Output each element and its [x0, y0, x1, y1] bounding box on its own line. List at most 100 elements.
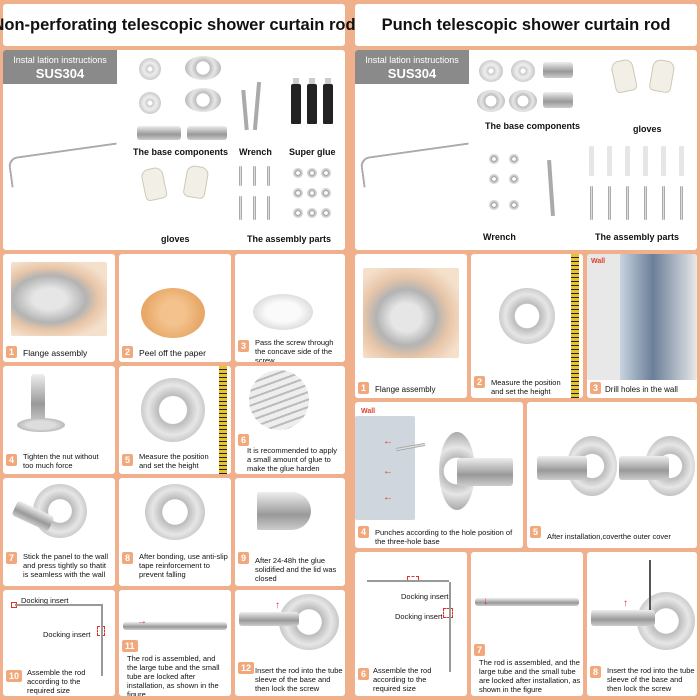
wall-label: Wall [361, 408, 376, 415]
direction-arrow: ↑ [275, 600, 280, 611]
wrench-label: Wrench [239, 147, 272, 157]
step-number: 10 [6, 670, 23, 682]
glue-tube-image [291, 78, 301, 124]
right-step-4: Wall ← ← ← 4 Punches according to the ho… [355, 402, 523, 548]
flange-tube-image [31, 374, 45, 424]
base-disk-image [511, 60, 535, 82]
sleeve-image [457, 458, 513, 486]
left-step-8: 8 After bonding, use anti-slip tape rein… [119, 478, 231, 586]
rod-image [475, 598, 579, 606]
wall-surface-image [355, 416, 415, 520]
left-step-9: 9 After 24-48h the glue solidified and t… [235, 478, 345, 586]
screw-image [253, 196, 256, 220]
left-column: Non-perforating telescopic shower curtai… [0, 4, 356, 696]
nut-image [307, 208, 317, 218]
step-number: 12 [238, 662, 255, 674]
ruler-image [219, 366, 227, 474]
direction-arrow: ← [383, 436, 393, 447]
step-number: 2 [474, 376, 486, 388]
wrench-image [241, 89, 249, 131]
rod-diagram [367, 580, 449, 582]
nut-image [321, 188, 331, 198]
wall-label: Wall [591, 258, 606, 265]
direction-arrow: ← [383, 466, 393, 477]
gloves-label: gloves [633, 124, 662, 134]
instructions-line1: Instal lation instructions [365, 55, 459, 65]
step-number: 2 [122, 346, 134, 358]
step-number: 1 [6, 346, 18, 358]
l-shape-rod-image [359, 142, 473, 188]
step-text: Stick the panel to the wall and press ti… [23, 552, 109, 579]
wrench-image [252, 81, 262, 131]
rod-diagram [449, 582, 451, 672]
nut-image [307, 168, 317, 178]
step-text: Flange assembly [375, 385, 436, 394]
base-disk-image [139, 92, 161, 114]
step-number: 8 [590, 666, 602, 678]
nut-image [321, 208, 331, 218]
screw-disk-image [253, 294, 313, 330]
right-title: Punch telescopic shower curtain rod [355, 4, 697, 46]
step-text: Assemble the rod according to the requir… [373, 666, 432, 693]
wall-base-image [141, 378, 205, 442]
left-step-6: 6 It is recommended to apply a small amo… [235, 366, 345, 474]
step-text: Insert the rod into the tube sleeve of t… [607, 666, 695, 693]
direction-arrow: → [137, 616, 147, 627]
screw-image [662, 186, 665, 220]
screw-image [239, 166, 242, 186]
nut-image [321, 168, 331, 178]
step-text: After bonding, use anti-slip tape reinfo… [139, 552, 228, 579]
direction-arrow: ← [383, 492, 393, 503]
left-instructions-banner: Instal lation instructions SUS304 [3, 50, 117, 84]
right-step-7: ↓ 7 The rod is assembled, and the large … [471, 552, 583, 696]
left-step-4: Tighten the nut without too much force 4 [3, 366, 115, 474]
assembly-parts-label: The assembly parts [595, 232, 680, 242]
docking-insert-label: Docking insert [401, 592, 449, 601]
step-number: 5 [530, 526, 542, 538]
docking-insert-label: Docking insert [43, 630, 91, 639]
right-instructions-banner: Instal lation instructions SUS304 [355, 50, 469, 84]
right-step-5: 5 After installation,coverthe outer cove… [527, 402, 697, 548]
step-number: 7 [474, 644, 486, 656]
super-glue-label: Super glue [289, 147, 336, 157]
right-step-1: 1 Flange assembly [355, 254, 467, 398]
l-shape-rod-image [7, 142, 121, 188]
direction-arrow: ↑ [623, 598, 628, 609]
docking-insert-label: Docking insert [395, 612, 443, 621]
step-text: Assemble the rod according to the requir… [27, 668, 86, 695]
step-number: 5 [122, 454, 134, 466]
base-ring-image [477, 90, 505, 112]
anchor-image [607, 146, 612, 176]
anchor-image [661, 146, 666, 176]
hex-key-image [649, 560, 651, 610]
instructions-line1: Instal lation instructions [13, 55, 107, 65]
screw-image [680, 186, 683, 220]
nut-image [293, 188, 303, 198]
sleeve-image [543, 62, 573, 78]
hand-flange-image [11, 262, 107, 336]
left-step-10: Docking insert Docking insert 10 Assembl… [3, 590, 115, 696]
screw-image [267, 196, 270, 220]
step-number: 8 [122, 552, 134, 564]
sleeve-image [619, 456, 669, 480]
wall-base-image [499, 288, 555, 344]
step-number: 4 [358, 526, 370, 538]
left-step-11: → 11 The rod is assembled, and the large… [119, 590, 231, 696]
base-ring-image [509, 90, 537, 112]
step-text: Flange assembly [23, 348, 88, 358]
screw-nut-image [489, 154, 499, 164]
screw-nut-image [509, 174, 519, 184]
hand-flange-image [363, 268, 459, 358]
step-text: After 24-48h the glue solidified and the… [255, 556, 337, 583]
glue-tube-image [323, 78, 333, 124]
step-text: The rod is assembled, and the large tube… [127, 654, 220, 696]
step-text: It is recommended to apply a small amoun… [247, 446, 338, 474]
step-number: 4 [6, 454, 18, 466]
screw-image [267, 166, 270, 186]
base-disk-image [479, 60, 503, 82]
right-step-2: 2 Measure the position and set the heigh… [471, 254, 583, 398]
sleeve-image [537, 456, 587, 480]
step-text: Measure the position and set the height [139, 452, 209, 470]
direction-arrow: ↓ [483, 596, 488, 607]
screw-image [239, 196, 242, 220]
